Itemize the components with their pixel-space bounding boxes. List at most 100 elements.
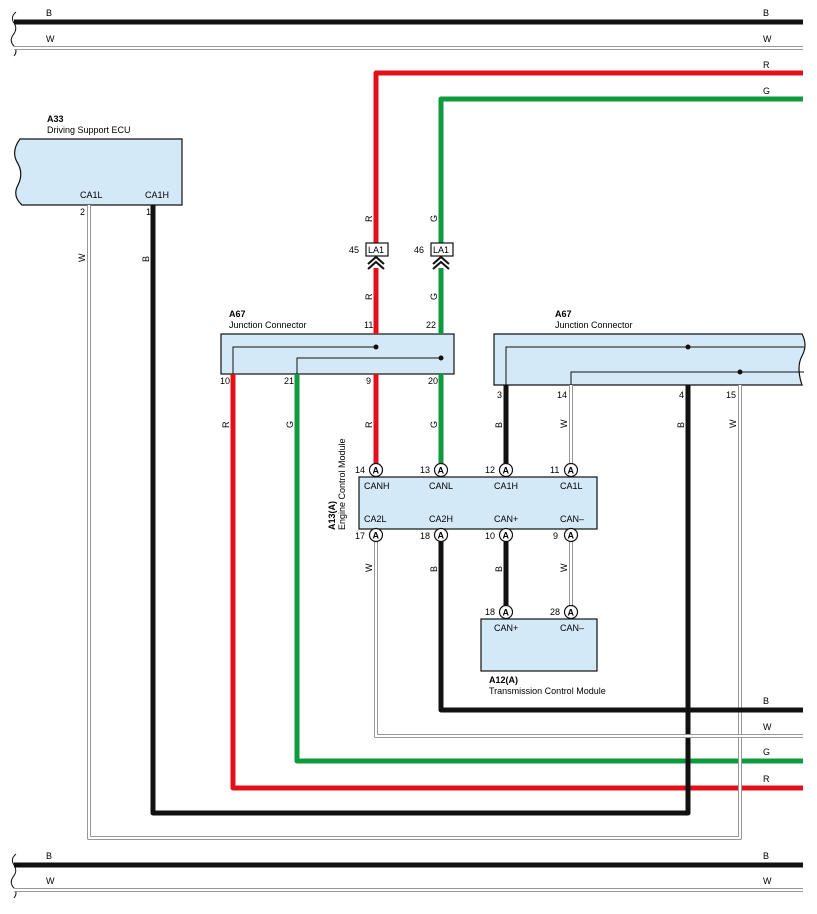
la1-46-chevron-icon bbox=[432, 255, 450, 270]
label-w-a67-pin14: W bbox=[559, 419, 569, 428]
label-w-a67-pin15: W bbox=[728, 419, 738, 428]
label-b-a67-pin4: B bbox=[676, 422, 686, 428]
a33-pin-1: 1 bbox=[146, 207, 151, 217]
a67-right-internal-line-2 bbox=[570, 371, 804, 386]
label-b-ecm-can-plus: B bbox=[494, 566, 504, 572]
la1-connector-46: LA1 46 bbox=[414, 242, 454, 270]
a67-right-junction-dot-1 bbox=[685, 344, 691, 350]
a67-left-pin-22: 22 bbox=[426, 320, 436, 330]
a13-pin-marker-14-label: A bbox=[373, 466, 380, 476]
a13-term-can-plus: CAN+ bbox=[494, 514, 518, 524]
a13-box bbox=[358, 476, 598, 530]
a13-term-canl: CANL bbox=[429, 481, 453, 491]
la1-46-pin: 46 bbox=[414, 245, 424, 255]
label-g-lower: G bbox=[429, 421, 439, 428]
a67-left-pin-11: 11 bbox=[364, 320, 373, 330]
a67-left-id: A67 bbox=[229, 309, 246, 319]
black-wire-ecm-ca2h bbox=[438, 541, 803, 713]
a13-term-can-minus: CAN– bbox=[560, 514, 584, 524]
a13-pin-11: 11 bbox=[550, 465, 559, 475]
a12-id: A12(A) bbox=[489, 675, 518, 685]
a13-pin-marker-13 bbox=[433, 462, 449, 478]
la1-46-box bbox=[430, 242, 454, 257]
label-white-bottom-right: W bbox=[763, 722, 772, 732]
a13-pin-9: 9 bbox=[553, 531, 558, 541]
a13-pin-12: 12 bbox=[485, 465, 495, 475]
label-w-ecm-ca2l: W bbox=[364, 563, 374, 572]
a13-term-canh: CANH bbox=[364, 481, 390, 491]
label-b-a33: B bbox=[141, 256, 151, 262]
red-wire-top bbox=[373, 70, 803, 252]
wire-color-labels: R G B W G R W B R G R G R G R G B W B W … bbox=[77, 60, 772, 784]
bottom-bus-w-label-right: W bbox=[763, 876, 772, 886]
label-b-ecm-ca2h: B bbox=[429, 566, 439, 572]
a67-right-pin-15: 15 bbox=[726, 390, 736, 400]
top-bus: B B W W bbox=[10, 8, 803, 57]
a13-pin-marker-17 bbox=[368, 527, 384, 543]
la1-connector-45: LA1 45 bbox=[349, 242, 389, 270]
a13-pin-marker-17-label: A bbox=[373, 531, 380, 541]
label-green-top-right: G bbox=[763, 86, 770, 96]
a12-pin-marker-18 bbox=[498, 604, 514, 620]
a67-right-junction-dot-2 bbox=[737, 369, 743, 375]
a13-term-ca1l: CA1L bbox=[560, 481, 583, 491]
a33-driving-support-ecu: A33 Driving Support ECU CA1L CA1H 2 1 bbox=[14, 114, 183, 217]
bottom-bus-b-label-left: B bbox=[46, 851, 52, 861]
a13-pin-marker-9 bbox=[563, 527, 579, 543]
label-w-ecm-can-minus: W bbox=[559, 563, 569, 572]
a13-pin-marker-10 bbox=[498, 527, 514, 543]
label-g-mid: G bbox=[429, 293, 439, 300]
a12-term-can-plus: CAN+ bbox=[494, 623, 518, 633]
bottom-bus-b-label-right: B bbox=[763, 851, 769, 861]
a12-pin-marker-28-label: A bbox=[568, 608, 575, 618]
a13-name: Engine Control Module bbox=[337, 438, 347, 530]
a67-left-internal-line-1 bbox=[232, 346, 376, 375]
la1-45-pin: 45 bbox=[349, 245, 359, 255]
a12-box bbox=[480, 618, 598, 672]
white-wire-ecm-ca2l-core bbox=[374, 541, 803, 738]
la1-45-label: LA1 bbox=[368, 245, 384, 255]
black-wire-a33-ca1h bbox=[150, 205, 691, 816]
label-green-bottom-right: G bbox=[763, 747, 770, 757]
a13-id: A13(A) bbox=[327, 501, 337, 530]
label-g-a67-pin21: G bbox=[285, 421, 295, 428]
label-black-bottom-right: B bbox=[763, 696, 769, 706]
a67-left-internal-line-2 bbox=[296, 357, 441, 375]
a13-pin-18: 18 bbox=[420, 531, 430, 541]
la1-46-label: LA1 bbox=[433, 245, 449, 255]
red-wire-bottom bbox=[230, 374, 803, 791]
a13-pin-17: 17 bbox=[355, 531, 365, 541]
a13-term-ca2h: CA2H bbox=[429, 514, 453, 524]
a12-term-can-minus: CAN– bbox=[560, 623, 584, 633]
a13-pin-marker-11-label: A bbox=[568, 466, 575, 476]
label-red-top-right: R bbox=[763, 60, 770, 70]
a67-right-id: A67 bbox=[555, 309, 572, 319]
a12-pin-18: 18 bbox=[485, 607, 495, 617]
label-r-a67-pin10: R bbox=[221, 421, 231, 428]
a67-left-junction-dot-2 bbox=[438, 355, 444, 361]
green-wire-top bbox=[438, 96, 803, 252]
la1-45-chevron-icon bbox=[367, 255, 385, 270]
a67-left-junction-dot-1 bbox=[373, 344, 379, 350]
a13-pin-marker-12 bbox=[498, 462, 514, 478]
a12-pin-marker-28 bbox=[563, 604, 579, 620]
a67-right-pin-3: 3 bbox=[497, 390, 502, 400]
a13-pin-marker-10-label: A bbox=[503, 531, 510, 541]
a13-pin-marker-11 bbox=[563, 462, 579, 478]
label-g-upper: G bbox=[429, 215, 439, 222]
a13-term-ca1h: CA1H bbox=[494, 481, 518, 491]
white-wire-a33-ca1l-core bbox=[87, 205, 742, 840]
a13-pin-marker-12-label: A bbox=[503, 466, 510, 476]
label-red-bottom-right: R bbox=[763, 774, 770, 784]
a33-id: A33 bbox=[47, 114, 64, 124]
a67-right-junction-connector: A67 Junction Connector 3 14 4 15 bbox=[493, 309, 806, 400]
a13-pin-marker-18-label: A bbox=[438, 531, 445, 541]
label-r-lower: R bbox=[364, 421, 374, 428]
a13-term-ca2l: CA2L bbox=[364, 514, 387, 524]
a13-pin-10: 10 bbox=[485, 531, 495, 541]
a33-box bbox=[14, 138, 183, 206]
a33-term-ca1h: CA1H bbox=[145, 190, 169, 200]
a67-right-name: Junction Connector bbox=[555, 320, 633, 330]
top-bus-b-label-right: B bbox=[763, 8, 769, 18]
